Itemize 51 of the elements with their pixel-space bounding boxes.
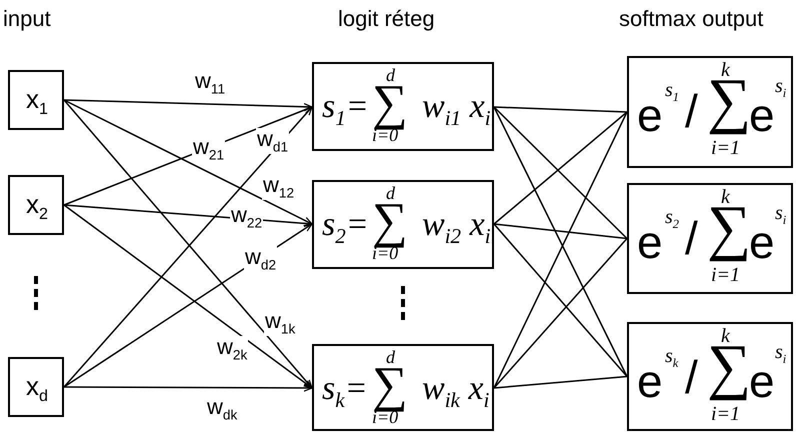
connector-line bbox=[494, 223, 628, 240]
sum-lower-limit: i=1 bbox=[711, 265, 740, 285]
division-slash: / bbox=[685, 354, 698, 400]
exponent: s$_{k}$ bbox=[665, 346, 678, 370]
sum-lower-limit: i=1 bbox=[711, 404, 740, 424]
column-heading: logit réteg bbox=[338, 6, 435, 32]
exponential-base: e bbox=[749, 358, 775, 404]
logit-box bbox=[312, 344, 494, 431]
weight-label: w$_{d1}$ bbox=[256, 128, 290, 154]
exponential-base: e bbox=[637, 92, 663, 138]
division-slash: / bbox=[685, 88, 698, 134]
formula-lhs: s$_{2}$= bbox=[322, 208, 369, 247]
softmax-box bbox=[627, 322, 793, 431]
input-variable: x$_{2}$ bbox=[26, 191, 48, 222]
input-box bbox=[8, 175, 64, 235]
formula-lhs: s$_{1}$= bbox=[322, 90, 369, 129]
arrow bbox=[64, 384, 313, 392]
exponential-base: e bbox=[749, 92, 775, 138]
logit-box bbox=[312, 62, 494, 151]
exponential-base: e bbox=[637, 219, 663, 265]
exponent: s$_{i}$ bbox=[775, 342, 786, 366]
connector-line bbox=[493, 106, 628, 240]
weight-label: w$_{2k}$ bbox=[216, 336, 248, 362]
column-heading: input bbox=[3, 6, 51, 32]
softmax-box bbox=[627, 183, 793, 294]
connector-line bbox=[494, 376, 628, 389]
logit-box bbox=[312, 180, 494, 269]
weight-label: w$_{d2}$ bbox=[244, 246, 278, 272]
exponent: s$_{1}$ bbox=[665, 80, 679, 104]
sum-lower-limit: i=1 bbox=[711, 138, 740, 158]
column-heading: softmax output bbox=[619, 6, 764, 32]
input-variable: x$_{d}$ bbox=[26, 373, 48, 404]
connector-line bbox=[493, 224, 628, 377]
formula-term: w$_{i2}$ x$_{i}$ bbox=[422, 208, 491, 247]
input-box bbox=[8, 70, 64, 130]
input-box bbox=[8, 357, 64, 417]
formula-term: w$_{ik}$ x$_{i}$ bbox=[422, 372, 490, 411]
formula-lhs: s$_{k}$= bbox=[322, 372, 368, 411]
input-variable: x$_{1}$ bbox=[26, 86, 48, 118]
exponent: s$_{i}$ bbox=[775, 203, 786, 226]
exponent: s$_{2}$ bbox=[665, 207, 679, 230]
exponent: s$_{i}$ bbox=[775, 76, 786, 100]
exponential-base: e bbox=[749, 219, 775, 265]
softmax-box bbox=[627, 56, 793, 168]
division-slash: / bbox=[685, 215, 698, 261]
formula-term: w$_{i1}$ x$_{i}$ bbox=[422, 90, 491, 129]
exponential-base: e bbox=[637, 358, 663, 404]
connector-line bbox=[494, 111, 628, 225]
connector-line bbox=[493, 238, 628, 388]
connector-line bbox=[494, 106, 628, 113]
arrow bbox=[64, 99, 313, 225]
